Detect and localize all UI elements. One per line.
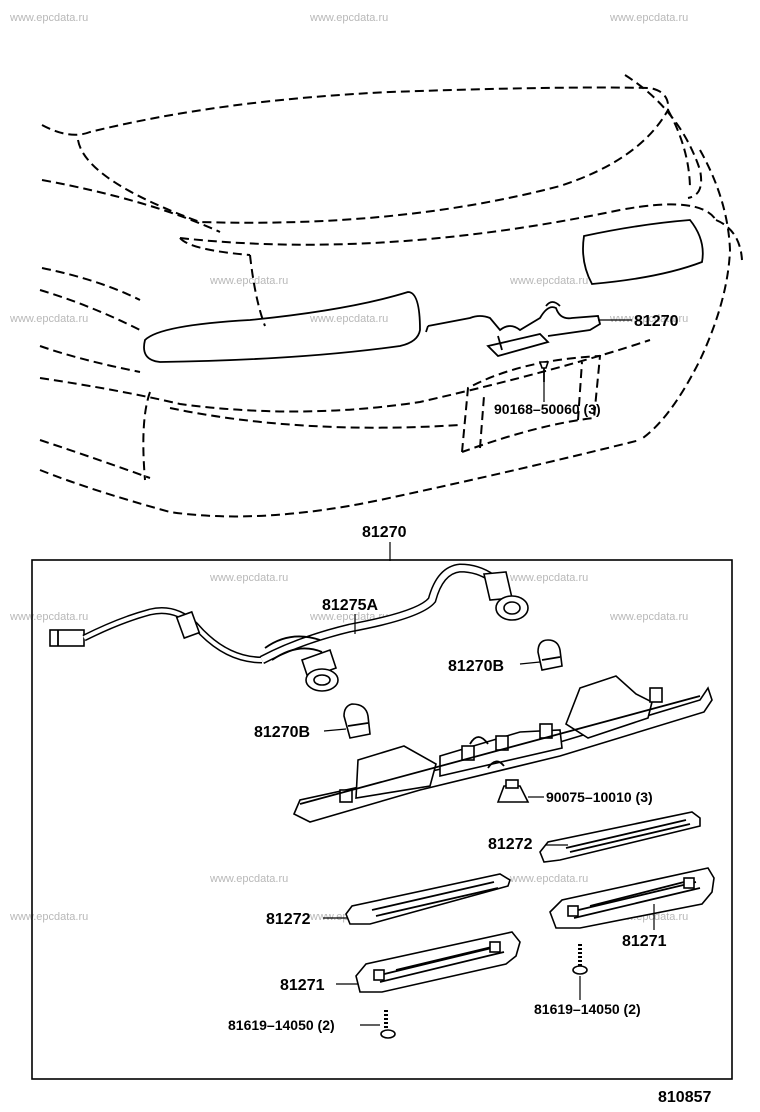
watermark: www.epcdata.ru: [209, 873, 288, 885]
callout-wire-harness: 81275A: [322, 597, 378, 614]
watermark: www.epcdata.ru: [609, 611, 688, 623]
assembly-frame: [31, 559, 733, 1080]
callout-lamp-assy: 81270: [634, 313, 679, 330]
car-screw: [538, 361, 550, 382]
housing-right: [549, 867, 715, 929]
watermark: www.epcdata.ru: [9, 12, 88, 24]
watermark: www.epcdata.ru: [209, 275, 288, 287]
watermark: www.epcdata.ru: [309, 313, 388, 325]
screw-right: [572, 944, 588, 975]
car-license-lamp: [425, 301, 602, 358]
watermark: www.epcdata.ru: [509, 873, 588, 885]
callout-screw-left: 81619–14050 (2): [228, 1017, 335, 1033]
callout-screw-right: 81619–14050 (2): [534, 1001, 641, 1017]
screw-left: [380, 1010, 396, 1039]
watermark: www.epcdata.ru: [509, 572, 588, 584]
lens-left: [345, 873, 511, 925]
bulb-left: [343, 703, 371, 739]
callout-housing-left: 81271: [280, 977, 325, 994]
callout-bulb-right: 81270B: [448, 658, 504, 675]
housing-left: [355, 931, 521, 993]
watermark: www.epcdata.ru: [9, 611, 88, 623]
car-rear-outline: [39, 74, 743, 518]
callout-housing-right: 81271: [622, 933, 667, 950]
callout-lens-left: 81272: [266, 911, 311, 928]
leader-line: [519, 661, 541, 665]
watermarks: www.epcdata.ru www.epcdata.ru www.epcdat…: [9, 12, 688, 923]
wire-harness: [49, 563, 529, 692]
callout-lens-right: 81272: [488, 836, 533, 853]
watermark: www.epcdata.ru: [609, 12, 688, 24]
watermark: www.epcdata.ru: [209, 572, 288, 584]
callout-nut: 90075–10010 (3): [546, 789, 653, 805]
callout-car-screw: 90168–50060 (3): [494, 401, 601, 417]
watermark: www.epcdata.ru: [509, 275, 588, 287]
lens-right: [539, 811, 701, 863]
leader-line: [323, 728, 347, 732]
nut: [496, 779, 530, 803]
bulb-right: [537, 639, 563, 671]
callout-bulb-left: 81270B: [254, 724, 310, 741]
watermark: www.epcdata.ru: [309, 12, 388, 24]
watermark: www.epcdata.ru: [9, 313, 88, 325]
tail-lamps: [143, 219, 704, 363]
callout-assembly: 81270: [362, 524, 407, 541]
watermark: www.epcdata.ru: [9, 911, 88, 923]
lamp-body: [292, 675, 713, 823]
diagram-id: 810857: [658, 1089, 711, 1106]
watermark: www.epcdata.ru: [609, 313, 688, 325]
